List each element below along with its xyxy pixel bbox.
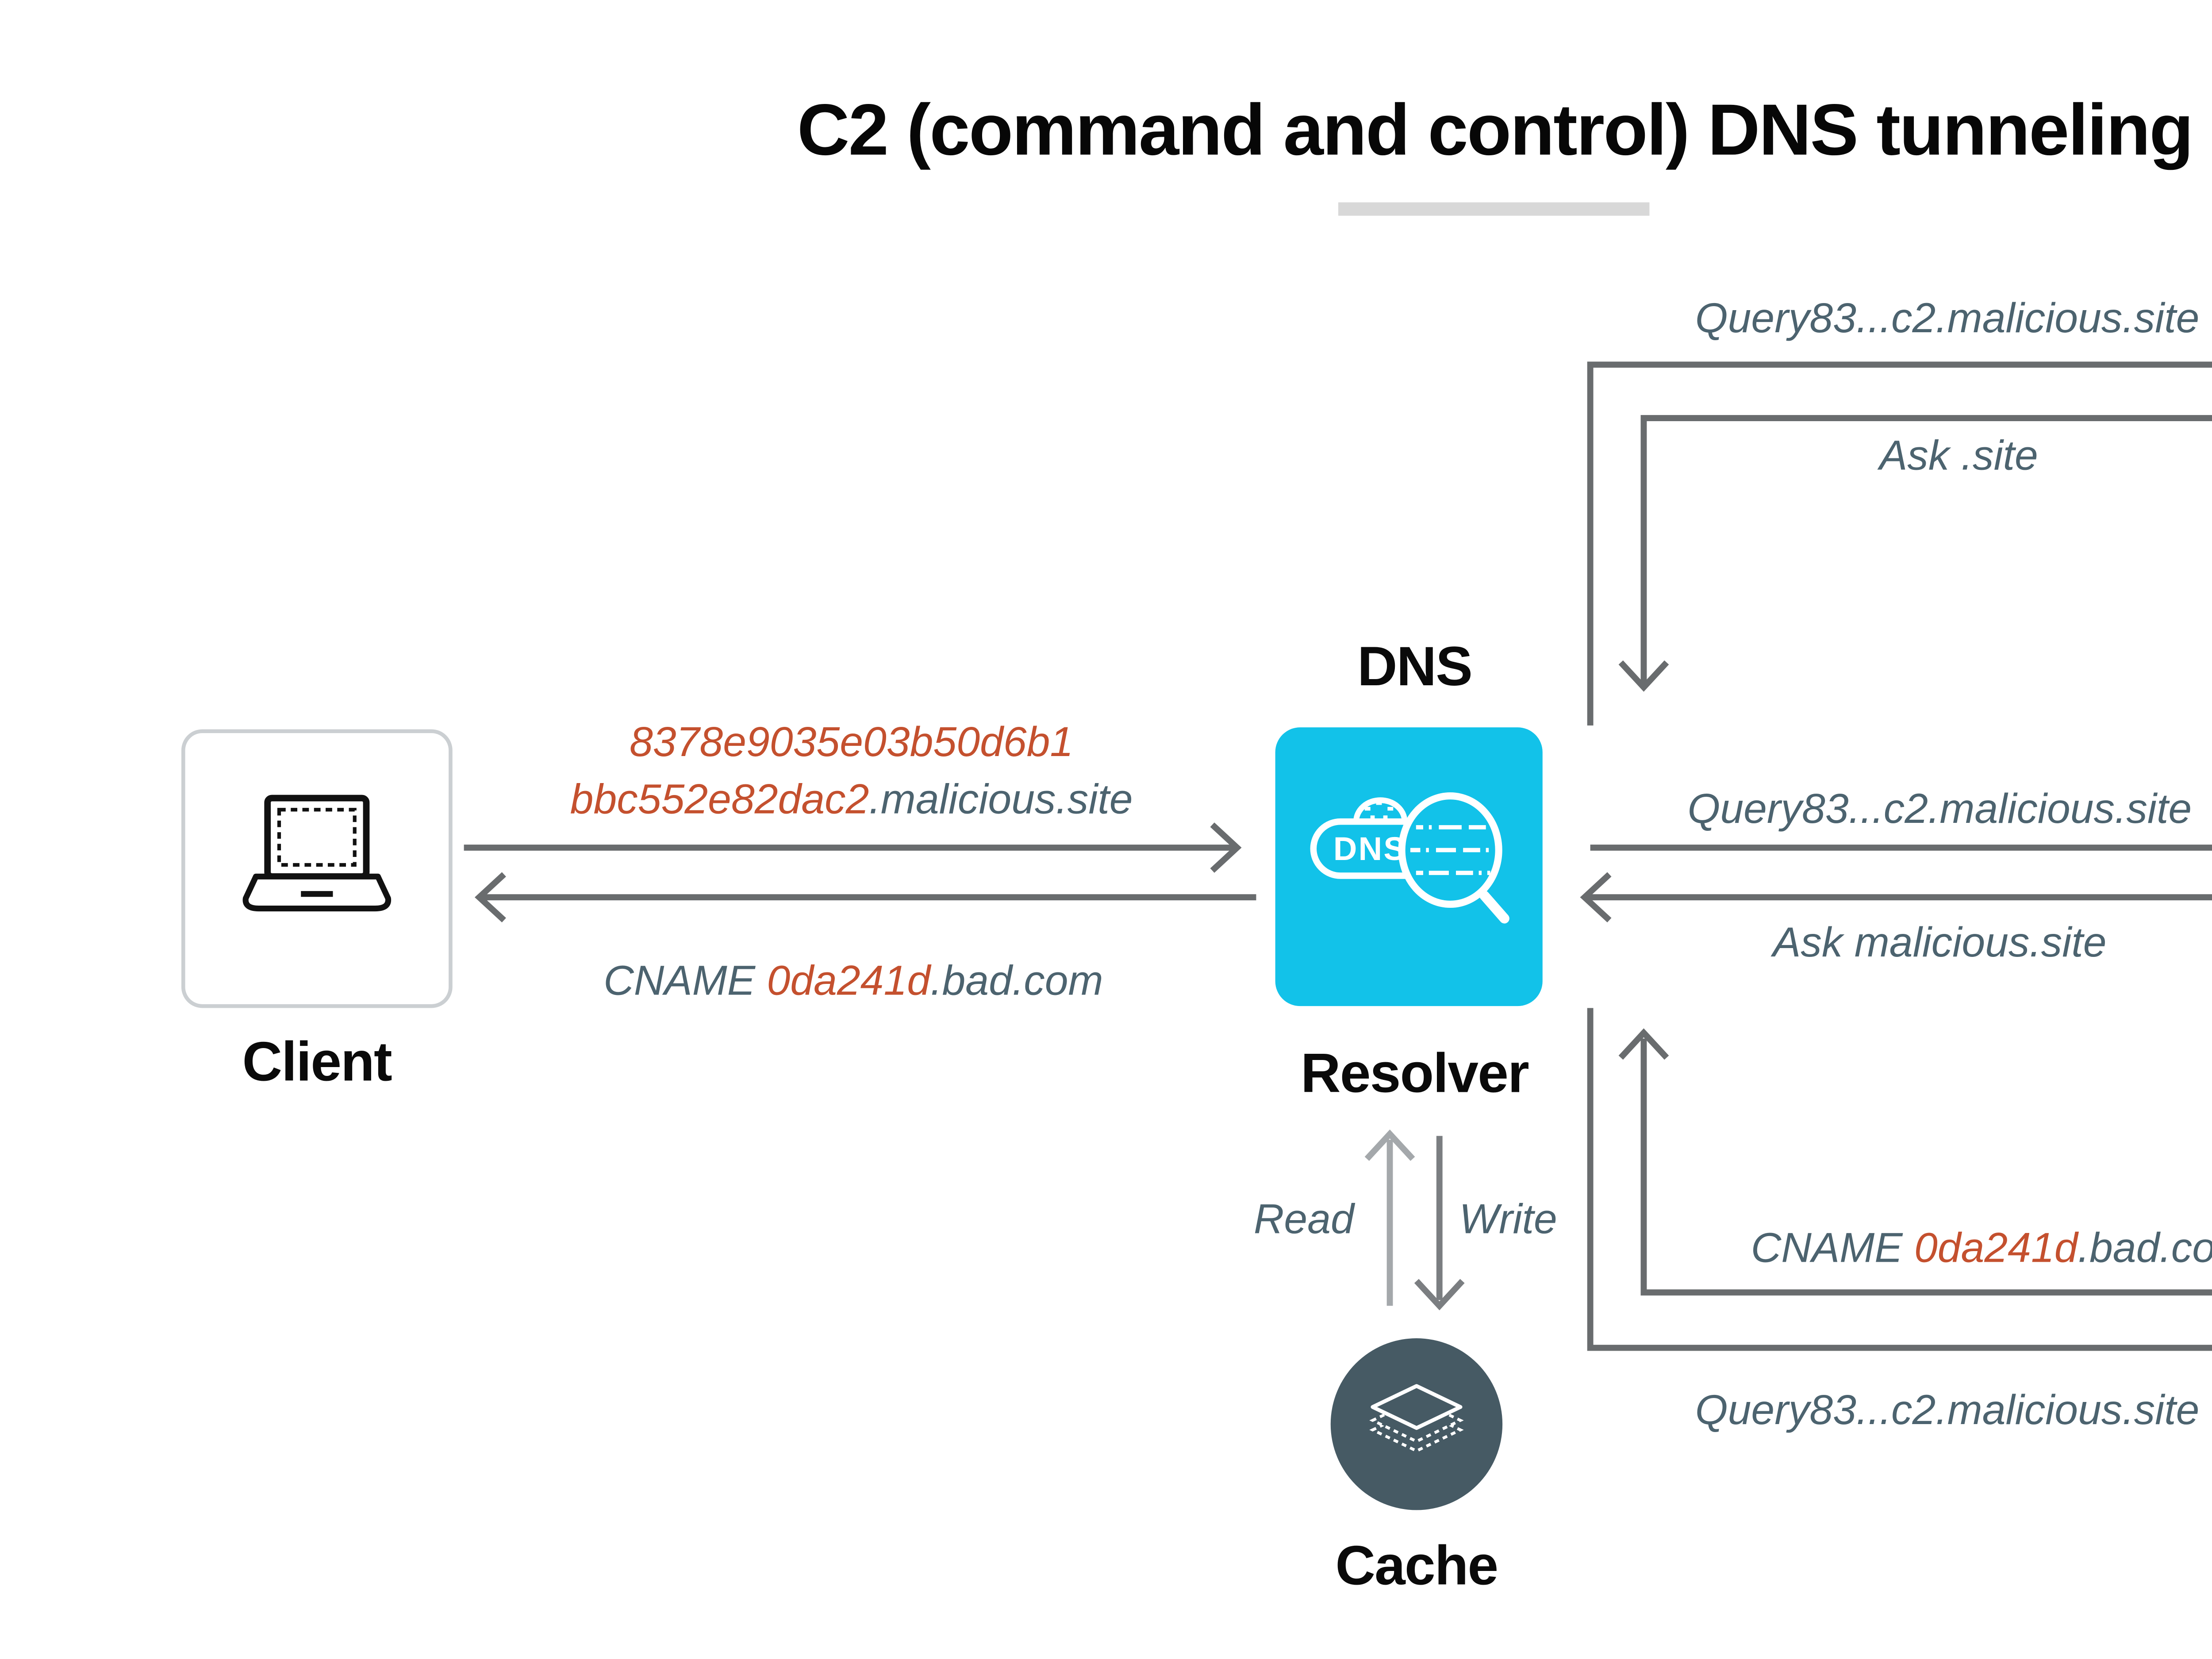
resolver-badge-text: DNS (1333, 830, 1407, 867)
resolver-label-bottom: Resolver (1301, 1044, 1529, 1106)
laptop-icon (242, 795, 392, 912)
arrow-resolver-to-root (1587, 361, 2212, 726)
arrow-resolver-to-authoritative (1587, 1008, 2212, 1351)
message-auth-response: CNAME 0da241d.bad.com (1751, 1224, 2212, 1271)
message-tld-query: Query83...c2.malicious.site (1687, 784, 2192, 833)
message-root-query: Query83...c2.malicious.site (1695, 294, 2200, 342)
arrow-resolver-to-client (474, 872, 1256, 923)
arrow-cache-write (1414, 1136, 1465, 1310)
arrow-tld-to-resolver (1580, 872, 2212, 923)
message-auth-query: Query83...c2.malicious.site (1695, 1386, 2200, 1434)
arrow-cache-read (1364, 1129, 1415, 1306)
title-underline (1338, 202, 1650, 216)
message-client-query-line2: bbc552e82dac2.malicious.site (570, 775, 1133, 823)
message-tld-response: Ask malicious.site (1773, 918, 2107, 966)
cache-write-label: Write (1459, 1195, 1557, 1243)
cache-layers-icon (1369, 1384, 1464, 1453)
arrow-client-to-resolver (464, 822, 1242, 873)
page-title: C2 (command and control) DNS tunneling (797, 92, 2194, 172)
message-client-response: CNAME 0da241d.bad.com (603, 956, 1103, 1004)
message-client-query-line1: 8378e9035e03b50d6b1 (630, 718, 1074, 766)
client-label: Client (242, 1033, 392, 1094)
message-root-response: Ask .site (1879, 431, 2038, 480)
dns-magnifier-icon: DNS (1310, 792, 1509, 924)
cache-read-label: Read (1253, 1195, 1354, 1243)
cache-label: Cache (1335, 1536, 1498, 1598)
resolver-label-top: DNS (1357, 637, 1473, 699)
